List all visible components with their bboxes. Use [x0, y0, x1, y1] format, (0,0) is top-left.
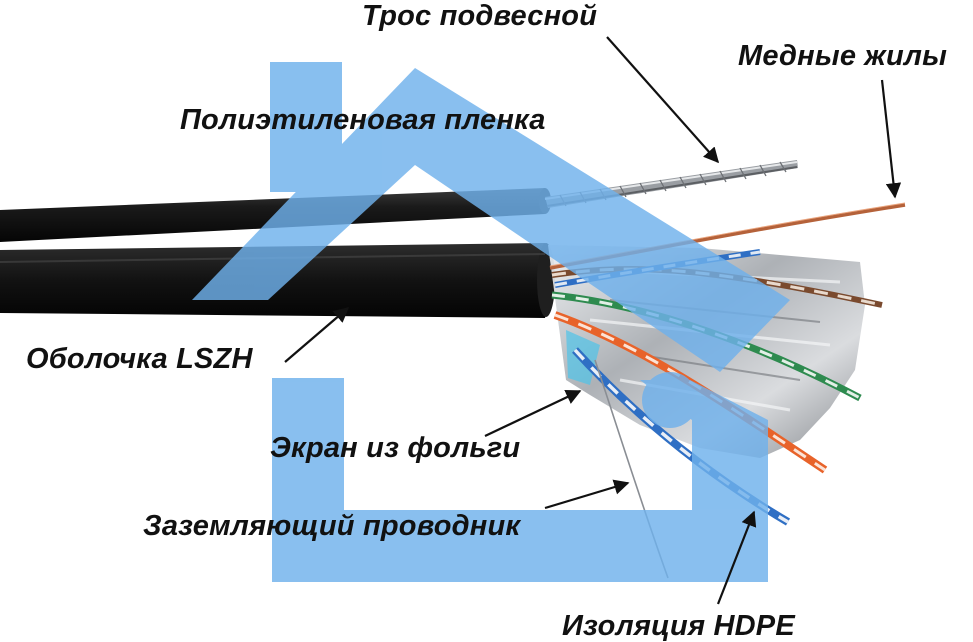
label-mednye: Медные жилы [738, 40, 948, 72]
leader-arrows [284, 36, 902, 605]
arrow-obolochka [284, 306, 350, 363]
arrow-mednye [880, 79, 902, 199]
arrow-provodnik [544, 479, 630, 510]
arrow-tros [606, 36, 720, 164]
label-obolochka: Оболочка LSZH [26, 343, 253, 375]
label-ekran: Экран из фольги [270, 432, 521, 464]
house-outline-icon [192, 62, 790, 582]
arrow-ekran [484, 389, 582, 437]
label-provodnik: Заземляющий проводник [143, 510, 521, 542]
label-plenka: Полиэтиленовая пленка [180, 104, 546, 136]
label-izolyaciya: Изоляция HDPE [562, 610, 795, 642]
arrow-izolyaciya [716, 510, 757, 605]
label-tros: Трос подвесной [362, 0, 598, 32]
